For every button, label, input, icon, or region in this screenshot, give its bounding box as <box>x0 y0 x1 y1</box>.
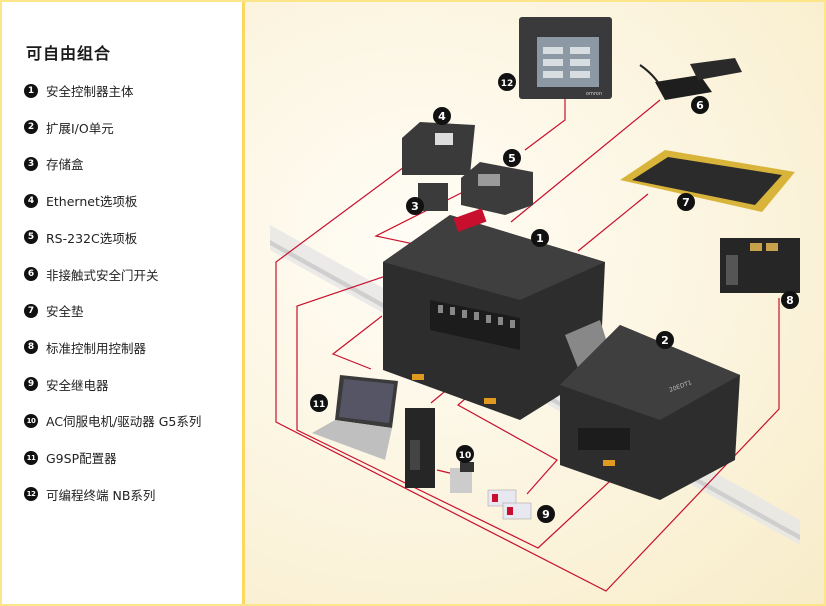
badge-number: 7 <box>682 196 690 209</box>
legend-item: 9 安全继电器 <box>24 375 109 394</box>
legend-item-label: 安全垫 <box>46 304 84 320</box>
badge-circle <box>503 149 521 167</box>
badge-circle <box>531 229 549 247</box>
number-badge-icon: 6 <box>24 267 38 281</box>
line-ethernet-controller <box>275 143 780 592</box>
number-badge-icon: 1 <box>24 83 38 98</box>
safety-controller-image <box>383 208 605 420</box>
number-badge-icon: 11 <box>24 450 38 465</box>
number-badge-icon: 2 <box>24 120 38 135</box>
badge-circle <box>677 193 695 211</box>
badge-number: 1 <box>536 232 544 245</box>
diagram-badge-11: 11 <box>310 394 328 412</box>
legend-item-label: Ethernet选项板 <box>46 194 138 210</box>
legend-item-label: 存储盒 <box>46 157 84 173</box>
legend-item: 1 安全控制器主体 <box>24 81 134 100</box>
legend-item-label: G9SP配置器 <box>46 451 117 466</box>
diagram-badge-10: 10 <box>456 445 474 463</box>
legend-item: 8 标准控制用控制器 <box>24 338 146 357</box>
legend-item: 4 Ethernet选项板 <box>24 191 137 210</box>
legend-item-label: AC伺服电机/驱动器 G5系列 <box>46 414 202 430</box>
diagram-badge-2: 2 <box>656 331 674 349</box>
badge-circle <box>406 197 424 215</box>
safety-mat-image <box>620 150 795 212</box>
diagram-canvas: omron <box>270 17 800 592</box>
badge-number: 10 <box>459 451 472 461</box>
badge-circle <box>537 505 555 523</box>
line-configurator <box>331 315 383 370</box>
hmi-terminal-image: omron <box>519 17 612 99</box>
legend-item: 12 可编程终端 NB系列 <box>24 485 155 504</box>
number-badge-icon: 3 <box>24 156 38 171</box>
legend-item-label: 可编程终端 NB系列 <box>46 487 156 503</box>
system-diagram: omron <box>245 2 824 604</box>
door-switch-image <box>639 58 742 100</box>
diagram-badge-6: 6 <box>691 96 709 114</box>
badge-number: 9 <box>542 508 550 521</box>
diagram-badge-5: 5 <box>503 149 521 167</box>
legend-item-label: 非接触式安全门开关 <box>46 267 159 283</box>
legend-item: 2 扩展I/O单元 <box>24 118 114 137</box>
ethernet-board-image <box>402 122 475 175</box>
badge-number: 2 <box>661 334 669 347</box>
servo-drive-image <box>405 408 474 493</box>
badge-number: 5 <box>508 152 516 165</box>
expansion-unit-image: 20EDT1 <box>560 325 740 500</box>
diagram-badge-7: 7 <box>677 193 695 211</box>
legend-item-label: 安全控制器主体 <box>46 84 134 99</box>
hmi-brand: omron <box>586 91 602 97</box>
connection-lines <box>275 95 780 592</box>
relay-image <box>487 489 532 520</box>
badge-number: 4 <box>438 110 446 123</box>
diagram-badge-4: 4 <box>433 107 451 125</box>
badge-circle <box>656 331 674 349</box>
badge-number: 12 <box>501 79 514 89</box>
standard-controller-image <box>720 238 800 293</box>
legend-item-label: 标准控制用控制器 <box>46 340 147 356</box>
badge-circle <box>433 107 451 125</box>
diagram-badge-3: 3 <box>406 197 424 215</box>
rs232c-board-image <box>461 162 533 215</box>
line-door-switch <box>510 99 661 223</box>
number-badge-icon: 4 <box>24 193 38 208</box>
number-badge-icon: 10 <box>24 413 38 428</box>
diagram-badge-1: 1 <box>531 229 549 247</box>
legend-item-label: 扩展I/O单元 <box>46 120 114 136</box>
legend-item: 6 非接触式安全门开关 <box>24 265 159 284</box>
number-badge-icon: 12 <box>24 487 38 502</box>
badge-circle <box>456 445 474 463</box>
number-badge-icon: 8 <box>24 340 38 355</box>
legend-item: 10 AC伺服电机/驱动器 G5系列 <box>24 411 201 430</box>
line-safety-mat <box>577 193 649 252</box>
diagram-badge-12: 12 <box>498 73 516 91</box>
legend-item: 3 存储盒 <box>24 154 84 173</box>
badge-number: 8 <box>786 294 794 307</box>
badge-number: 6 <box>696 99 704 112</box>
diagram-badge-8: 8 <box>781 291 799 309</box>
legend-item: 11 G9SP配置器 <box>24 448 117 467</box>
diagram-badge-9: 9 <box>537 505 555 523</box>
badge-number: 11 <box>313 400 326 410</box>
badge-circle <box>498 73 516 91</box>
legend-title: 可自由组合 <box>26 44 112 63</box>
number-badge-icon: 5 <box>24 230 38 245</box>
line-expansion <box>296 257 638 549</box>
badge-circle <box>310 394 328 412</box>
line-hmi <box>524 95 566 151</box>
badge-circle <box>691 96 709 114</box>
legend-item: 5 RS-232C选项板 <box>24 228 137 247</box>
badge-circle <box>781 291 799 309</box>
number-badge-icon: 9 <box>24 377 38 392</box>
legend-item: 7 安全垫 <box>24 301 84 320</box>
badge-number: 3 <box>411 200 419 213</box>
number-badge-icon: 7 <box>24 303 38 318</box>
legend-item-label: RS-232C选项板 <box>46 230 138 246</box>
laptop-image <box>312 375 398 460</box>
legend-item-label: 安全继电器 <box>46 377 109 393</box>
